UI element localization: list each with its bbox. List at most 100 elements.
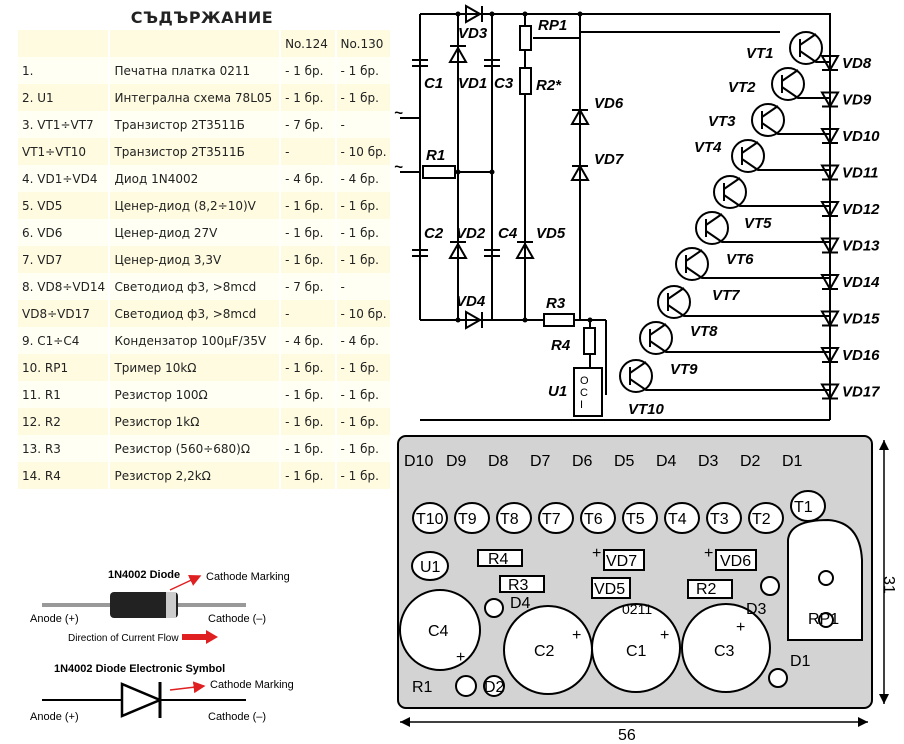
bom-cell: - bbox=[281, 138, 335, 165]
pcb-d4: D4 bbox=[510, 595, 531, 612]
pcb-label-d10: D10 bbox=[404, 453, 433, 470]
bom-cell: Резистор 2,2kΩ bbox=[110, 462, 280, 489]
pcb-pad-label: T8 bbox=[500, 511, 519, 528]
bom-cell: 1. bbox=[18, 57, 109, 84]
pcb-label-d8: D8 bbox=[488, 453, 509, 470]
pcb-plus-3: + bbox=[456, 649, 465, 666]
cathode-label: Cathode (–) bbox=[208, 613, 266, 625]
pcb-d1: D1 bbox=[790, 653, 811, 670]
bom-cell: 10. RP1 bbox=[18, 354, 109, 381]
bom-cell: - 1 бр. bbox=[336, 381, 390, 408]
bom-cell: - 1 бр. bbox=[281, 435, 335, 462]
diode-info bbox=[42, 575, 246, 718]
symbol-title: 1N4002 Diode Electronic Symbol bbox=[54, 663, 225, 675]
ac-input-1: ~ bbox=[394, 105, 403, 122]
bom-cell: - 1 бр. bbox=[281, 408, 335, 435]
pcb-pad-label: T9 bbox=[458, 511, 477, 528]
pcb-plus-4: + bbox=[572, 627, 581, 644]
transistor-vt6 bbox=[695, 211, 729, 245]
pcb-c1: C1 bbox=[626, 643, 647, 660]
label-vd5: VD5 bbox=[536, 225, 566, 242]
pcb-pad-t3 bbox=[706, 502, 742, 534]
pcb-pad-t7 bbox=[538, 502, 574, 534]
label-vt3: VT3 bbox=[708, 113, 736, 130]
pcb-pad-label: T6 bbox=[584, 511, 603, 528]
label-vd12: VD12 bbox=[842, 201, 880, 218]
label-vt8: VT8 bbox=[690, 323, 718, 340]
pcb-pad-label: T4 bbox=[668, 511, 687, 528]
bom-cell: - 1 бр. bbox=[281, 219, 335, 246]
label-vd9: VD9 bbox=[842, 92, 872, 109]
bom-cell: - 1 бр. bbox=[281, 246, 335, 273]
label-vt10: VT10 bbox=[628, 401, 665, 418]
diode-vd1 bbox=[448, 45, 468, 63]
pcb-pad-t4 bbox=[664, 502, 700, 534]
label-vt2: VT2 bbox=[728, 79, 756, 96]
pcb-label-d3: D3 bbox=[698, 453, 719, 470]
label-vd6: VD6 bbox=[594, 95, 624, 112]
pcb-r2: R2 bbox=[696, 581, 717, 598]
bom-cell: 13. R3 bbox=[18, 435, 109, 462]
anode-label-2: Anode (+) bbox=[30, 711, 79, 723]
cathode-marking-label: Cathode Marking bbox=[206, 571, 290, 583]
diode-vd5 bbox=[515, 241, 535, 259]
bom-cell: VT1÷VT10 bbox=[18, 138, 109, 165]
bom-cell: Резистор (560÷680)Ω bbox=[110, 435, 280, 462]
bom-cell: - 4 бр. bbox=[336, 327, 390, 354]
pcb-pad-t9 bbox=[454, 502, 490, 534]
bom-cell: No.124 bbox=[281, 30, 335, 57]
bom-cell: 12. R2 bbox=[18, 408, 109, 435]
transistor-vt8 bbox=[657, 285, 691, 319]
bom-cell: No.130 bbox=[336, 30, 390, 57]
pcb-label-d9: D9 bbox=[446, 453, 467, 470]
bom-cell: Резистор 100Ω bbox=[110, 381, 280, 408]
bom-cell: Транзистор 2Т3511Б bbox=[110, 138, 280, 165]
label-r1: R1 bbox=[426, 147, 445, 164]
pcb-d2: D2 bbox=[484, 679, 505, 696]
pcb-pad-label: T10 bbox=[416, 511, 444, 528]
bom-cell: Печатна платка 0211 bbox=[110, 57, 280, 84]
label-vd15: VD15 bbox=[842, 311, 880, 328]
label-vt7: VT7 bbox=[712, 287, 740, 304]
bom-cell: 9. C1÷C4 bbox=[18, 327, 109, 354]
pcb-width: 56 bbox=[618, 727, 636, 744]
u1-pin-i: I bbox=[580, 399, 583, 411]
pcb-c3: C3 bbox=[714, 643, 735, 660]
pcb-rp1: RP1 bbox=[808, 611, 839, 628]
pcb-label-d4: D4 bbox=[656, 453, 677, 470]
bom-cell: 6. VD6 bbox=[18, 219, 109, 246]
label-vt5: VT5 bbox=[744, 215, 772, 232]
pcb-r1: R1 bbox=[412, 679, 433, 696]
pcb-pad-label: T5 bbox=[626, 511, 645, 528]
pcb-plus-2: + bbox=[704, 545, 713, 562]
label-c4: C4 bbox=[498, 225, 518, 242]
pcb-pad-t8 bbox=[496, 502, 532, 534]
transistor-vt2 bbox=[771, 67, 805, 101]
pcb-label-d7: D7 bbox=[530, 453, 551, 470]
transistor-vt3 bbox=[751, 103, 785, 137]
current-direction-label: Direction of Current Flow bbox=[68, 633, 179, 644]
bom-cell: 11. R1 bbox=[18, 381, 109, 408]
bom-cell: Интегрална схема 78L05 bbox=[110, 84, 280, 111]
diode-vd2 bbox=[448, 241, 468, 259]
bom-cell: - 1 бр. bbox=[281, 84, 335, 111]
pcb-r4: R4 bbox=[488, 551, 509, 568]
bom-cell: - 1 бр. bbox=[336, 57, 390, 84]
bom-cell bbox=[18, 30, 109, 57]
pcb-pad-t5 bbox=[622, 502, 658, 534]
pcb-c2: C2 bbox=[534, 643, 555, 660]
transistor-lead bbox=[667, 287, 830, 317]
